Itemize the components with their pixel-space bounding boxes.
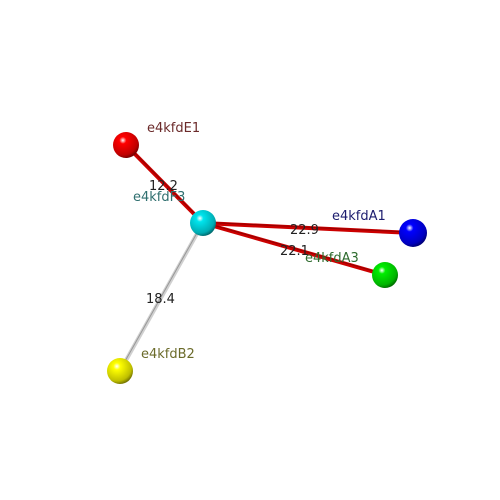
node-label-e4kfdA1: e4kfdA1 <box>332 209 386 224</box>
node-sphere-e4kfdA3 <box>372 262 398 288</box>
edge-e4kfdF3-e4kfdA1 <box>201 221 415 235</box>
edge-line-shade <box>119 221 204 371</box>
node-sphere-e4kfdB2 <box>107 358 133 384</box>
node-sphere-e4kfdF3 <box>190 210 216 236</box>
edge-line-shade <box>202 221 386 275</box>
node-label-e4kfdB2: e4kfdB2 <box>141 347 195 362</box>
edge-weight-label: 22.9 <box>290 223 319 238</box>
edges-layer <box>118 143 415 373</box>
edge-line-shade <box>202 221 414 233</box>
labels-layer: 12.2 22.9 22.1 18.4 e4kfdE1 e4kfdF3 e4kfdA1 e4k… <box>133 121 386 362</box>
edge-line-shade <box>125 143 204 223</box>
node-label-e4kfdE1: e4kfdE1 <box>147 121 200 136</box>
edge-e4kfdF3-e4kfdB2 <box>118 221 205 373</box>
edge-line <box>124 143 205 225</box>
edge-weight-label: 18.4 <box>146 292 175 307</box>
edge-line <box>201 221 387 277</box>
node-label-e4kfdF3: e4kfdF3 <box>133 190 185 205</box>
node-label-e4kfdA3: e4kfdA3 <box>305 251 359 266</box>
edge-line <box>201 221 415 235</box>
nodes-layer <box>107 132 427 384</box>
edge-e4kfdF3-e4kfdE1 <box>124 143 205 225</box>
edge-weight-label: 22.1 <box>280 244 309 259</box>
node-sphere-e4kfdA1 <box>399 219 427 247</box>
edge-weight-label: 12.2 <box>149 179 178 194</box>
node-sphere-e4kfdE1 <box>113 132 139 158</box>
edge-e4kfdF3-e4kfdA3 <box>201 221 387 277</box>
